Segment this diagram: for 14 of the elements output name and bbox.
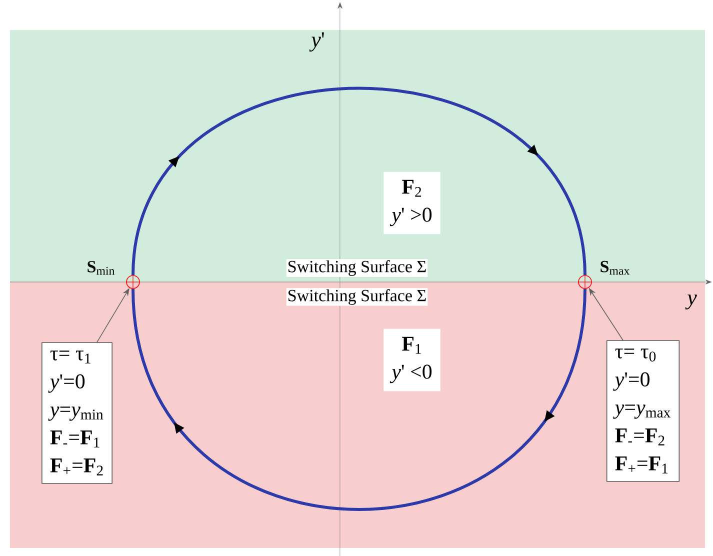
switching-point [126, 275, 140, 289]
switching-point [578, 275, 592, 289]
trajectory-arc [132, 288, 586, 511]
point-label: S$_{min}$ [88, 260, 115, 275]
horizontal-axis-label: y [685, 294, 697, 310]
surface-label: Switching Surface Σ [286, 259, 428, 277]
surface-label: Switching Surface Σ [286, 288, 428, 306]
vertical-axis-label: y' [309, 32, 324, 52]
region-label-box: F$_{1}$ y' <0 [384, 328, 440, 392]
region-label-box: F$_{2}$ y' >0 [384, 172, 440, 234]
point-label: S$_{max}$ [600, 260, 630, 275]
trajectory-arc [132, 87, 586, 276]
info-box: τ= τ$_{0}$ y'=0 y=y$_{max}$ F$_{-}$=F$_{2}$ F$_{+}$=F$_{1}$ [606, 340, 680, 482]
info-box: τ= τ$_{1}$ y'=0 y=y$_{min}$ F$_{-}$=F$_{1}$ F$_{+}$=F$_{2}$ [42, 342, 112, 484]
